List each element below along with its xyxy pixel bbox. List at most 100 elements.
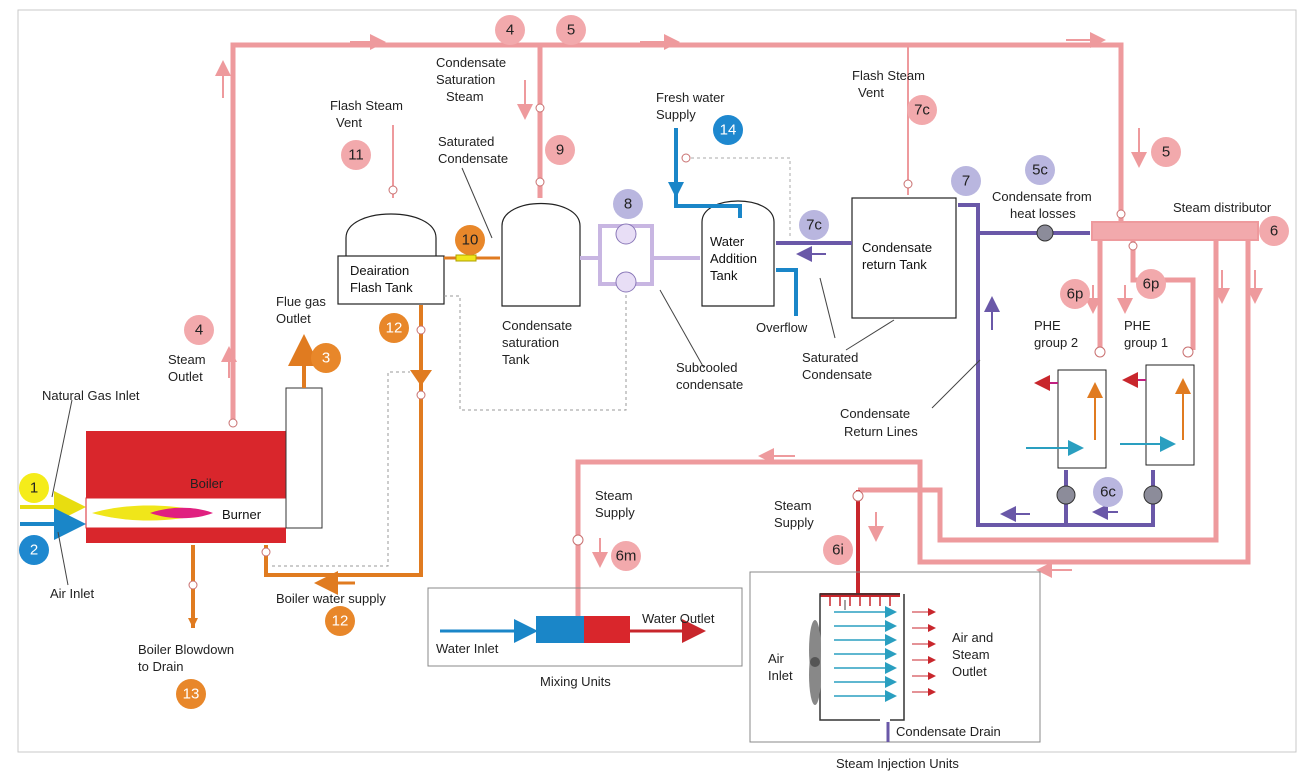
label-crt-2: return Tank <box>862 257 927 272</box>
label-phe2-1: PHE <box>1034 318 1061 333</box>
label-satcond-top-1: Saturated <box>438 134 494 149</box>
marker-4-left-label: 4 <box>195 322 203 339</box>
label-boiler: Boiler <box>190 476 224 491</box>
label-css-3: Steam <box>446 89 484 104</box>
condensate-return-pipes <box>776 203 1155 527</box>
marker-6 <box>1259 216 1289 246</box>
marker-12-bottom-label: 12 <box>332 613 349 630</box>
label-steam-supply-m-1: Steam <box>595 488 633 503</box>
trap-heat-losses <box>1036 224 1054 242</box>
marker-7c-top <box>907 95 937 125</box>
marker-2 <box>19 535 49 565</box>
label-overflow: Overflow <box>756 320 808 335</box>
label-boiler-water: Boiler water supply <box>276 591 386 606</box>
label-burner: Burner <box>222 507 262 522</box>
label-subcooled-1: Subcooled <box>676 360 737 375</box>
fan-icon <box>809 620 821 705</box>
label-wat-1: Water <box>710 234 745 249</box>
marker-7 <box>951 166 981 196</box>
injection-nozzles <box>829 596 891 606</box>
label-deair-1: Deairation <box>350 263 409 278</box>
blowdown-tip <box>188 618 198 628</box>
label-satcond-top-2: Condensate <box>438 151 508 166</box>
label-wat-2: Addition <box>710 251 757 266</box>
fresh-water-pipes <box>674 128 798 316</box>
label-cst-3: Tank <box>502 352 530 367</box>
marker-6i-label: 6i <box>832 542 844 559</box>
label-css-2: Saturation <box>436 72 495 87</box>
label-fsv-right-1: Flash Steam <box>852 68 925 83</box>
label-water-outlet: Water Outlet <box>642 611 715 626</box>
marker-12-bottom <box>325 606 355 636</box>
marker-14-label: 14 <box>720 122 737 139</box>
label-satcond-bottom-1: Saturated <box>802 350 858 365</box>
label-air-steam-2: Steam <box>952 647 990 662</box>
leader-lines <box>461 167 981 610</box>
marker-7c-mid <box>799 210 829 240</box>
label-condensate-drain: Condensate Drain <box>896 724 1001 739</box>
pump-upper <box>615 223 637 245</box>
label-air-inlet: Air Inlet <box>50 586 94 601</box>
label-deair-2: Flash Tank <box>350 280 413 295</box>
marker-1 <box>19 473 49 503</box>
label-water-inlet: Water Inlet <box>436 641 499 656</box>
valves <box>188 103 1194 590</box>
marker-3-label: 3 <box>322 350 330 367</box>
label-air-steam-3: Outlet <box>952 664 987 679</box>
mixing-unit-box <box>427 587 743 667</box>
label-heatloss-1: Condensate from <box>992 189 1092 204</box>
marker-6-label: 6 <box>1270 223 1278 240</box>
trap-phe-2 <box>1056 485 1076 505</box>
label-phe2-2: group 2 <box>1034 335 1078 350</box>
label-air-inlet-inj-1: Air <box>768 651 785 666</box>
label-steam-supply-m-2: Supply <box>595 505 635 520</box>
water-addition-tank <box>701 200 775 307</box>
label-fsv-right-2: Vent <box>858 85 884 100</box>
label-freshwater-2: Supply <box>656 107 696 122</box>
label-steam-outlet-1: Steam <box>168 352 206 367</box>
label-freshwater-1: Fresh water <box>656 90 725 105</box>
pump-lower <box>615 271 637 293</box>
label-subcooled-2: condensate <box>676 377 743 392</box>
boiler-unit <box>85 387 323 543</box>
mixing-cold-section <box>536 616 584 643</box>
injection-unit-box <box>749 571 1041 743</box>
label-crt-1: Condensate <box>862 240 932 255</box>
marker-7c-top-label: 7c <box>914 102 930 119</box>
markers: 4 5 11 9 10 8 14 7c 7c 7 5c 5 6 6p 6p 6c… <box>19 15 1289 709</box>
label-steam-distributor: Steam distributor <box>1173 200 1272 215</box>
label-cst-1: Condensate <box>502 318 572 333</box>
marker-2-label: 2 <box>30 542 38 559</box>
label-satcond-bottom-2: Condensate <box>802 367 872 382</box>
marker-11 <box>341 140 371 170</box>
marker-13-label: 13 <box>183 686 200 703</box>
marker-7c-mid-label: 7c <box>806 217 822 234</box>
marker-14 <box>713 115 743 145</box>
marker-12-top-label: 12 <box>386 320 403 337</box>
marker-6p-a <box>1060 279 1090 309</box>
label-fsv-left-1: Flash Steam <box>330 98 403 113</box>
label-return-lines-1: Condensate <box>840 406 910 421</box>
condensate-return-tank <box>851 197 957 319</box>
air-leader <box>57 531 69 586</box>
marker-6p-a-label: 6p <box>1067 286 1084 303</box>
marker-6m-label: 6m <box>616 548 637 565</box>
condensate-saturation-tank <box>501 202 581 307</box>
label-natural-gas: Natural Gas Inlet <box>42 388 140 403</box>
marker-7-label: 7 <box>962 173 970 190</box>
marker-6i <box>823 535 853 565</box>
injection-flow-arrows <box>834 606 897 702</box>
marker-4-left <box>184 315 214 345</box>
label-cst-2: saturation <box>502 335 559 350</box>
label-injection-units: Steam Injection Units <box>836 756 959 771</box>
marker-6c-label: 6c <box>1100 484 1116 501</box>
level-control-line <box>685 157 791 238</box>
phe-group-2 <box>1026 369 1107 469</box>
label-heatloss-2: heat losses <box>1010 206 1076 221</box>
marker-10 <box>455 225 485 255</box>
subcooled-pumps <box>580 224 700 286</box>
label-phe1-1: PHE <box>1124 318 1151 333</box>
marker-6m <box>611 541 641 571</box>
marker-6p-b-label: 6p <box>1143 276 1160 293</box>
